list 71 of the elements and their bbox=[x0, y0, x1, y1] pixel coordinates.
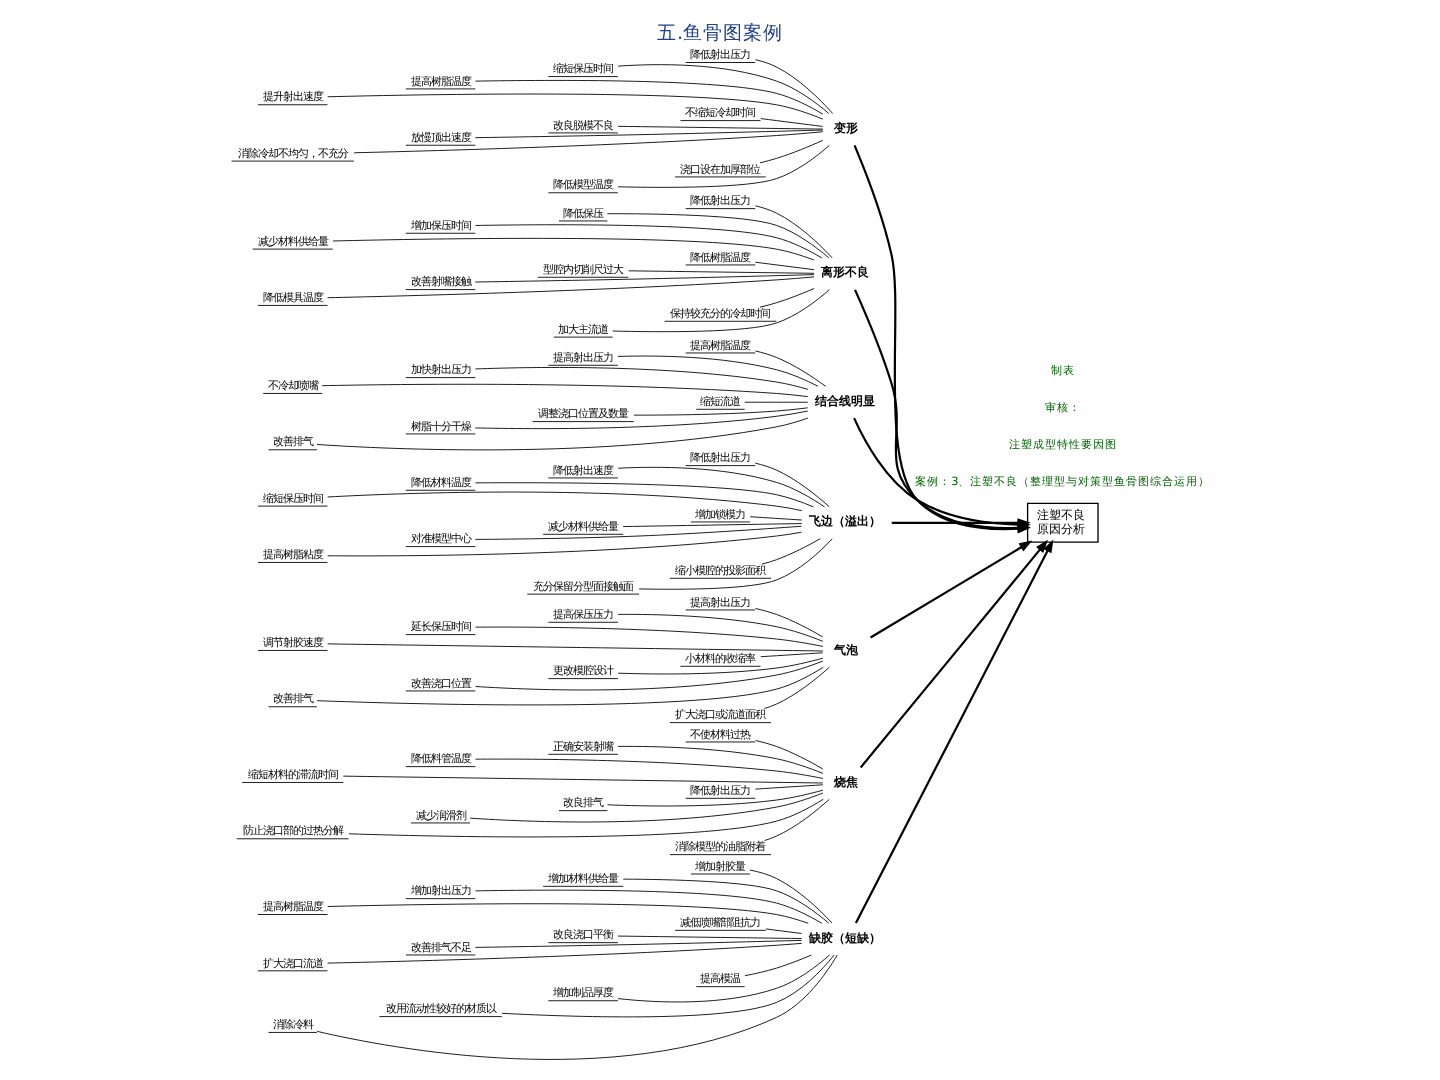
connector bbox=[474, 525, 802, 540]
connector bbox=[475, 367, 809, 390]
connector bbox=[327, 491, 803, 512]
arrow bbox=[854, 539, 1054, 924]
connector bbox=[327, 531, 802, 557]
connector bbox=[754, 261, 815, 271]
connector bbox=[617, 466, 825, 508]
connector bbox=[617, 144, 830, 188]
connector bbox=[469, 792, 824, 823]
connector bbox=[755, 740, 824, 770]
connector bbox=[606, 213, 830, 259]
connector bbox=[474, 129, 824, 139]
connector bbox=[617, 355, 819, 387]
connector bbox=[474, 410, 809, 430]
connector bbox=[327, 276, 815, 299]
connector bbox=[316, 954, 838, 1060]
connector bbox=[749, 869, 833, 924]
connector bbox=[327, 93, 824, 120]
connector bbox=[765, 928, 802, 934]
connector bbox=[327, 942, 803, 964]
connector bbox=[353, 131, 824, 154]
connector bbox=[617, 613, 824, 642]
connector bbox=[764, 666, 830, 709]
connector bbox=[754, 205, 833, 259]
connector bbox=[316, 666, 824, 706]
connector bbox=[764, 798, 830, 841]
connector bbox=[617, 657, 824, 675]
connector bbox=[607, 789, 824, 807]
connector bbox=[754, 350, 827, 387]
connector bbox=[327, 643, 824, 652]
connector bbox=[327, 903, 809, 924]
connector bbox=[475, 482, 814, 508]
connector bbox=[474, 274, 815, 283]
connector bbox=[760, 652, 824, 658]
connector bbox=[617, 954, 830, 1003]
connector bbox=[612, 289, 830, 333]
connector bbox=[749, 516, 803, 521]
connector bbox=[617, 125, 824, 130]
connector bbox=[321, 383, 809, 398]
connector bbox=[501, 954, 835, 1018]
connector bbox=[617, 64, 830, 114]
connector bbox=[759, 288, 815, 308]
connector bbox=[617, 745, 824, 774]
connector bbox=[622, 523, 803, 527]
connector bbox=[638, 538, 833, 590]
connector bbox=[744, 954, 812, 977]
connector bbox=[474, 939, 802, 948]
connector bbox=[633, 407, 809, 416]
connector bbox=[622, 878, 830, 924]
connector bbox=[475, 758, 824, 779]
connector bbox=[628, 270, 815, 274]
connector bbox=[755, 59, 834, 114]
connector bbox=[475, 660, 824, 691]
arrow bbox=[859, 539, 1048, 769]
connector bbox=[475, 889, 823, 924]
connector bbox=[475, 80, 824, 115]
connector bbox=[332, 237, 815, 261]
connector bbox=[754, 462, 830, 508]
connector bbox=[760, 118, 824, 127]
connector bbox=[617, 935, 803, 939]
connector bbox=[475, 626, 824, 647]
diagram-title: 五.鱼骨图案例 bbox=[656, 23, 784, 46]
connector bbox=[755, 608, 824, 638]
connector bbox=[342, 775, 824, 784]
connector bbox=[754, 784, 824, 790]
arrow bbox=[870, 540, 1033, 639]
connector bbox=[759, 139, 824, 164]
connector bbox=[475, 224, 823, 259]
connector bbox=[761, 538, 821, 565]
connector bbox=[348, 798, 824, 838]
connector bbox=[316, 417, 809, 451]
